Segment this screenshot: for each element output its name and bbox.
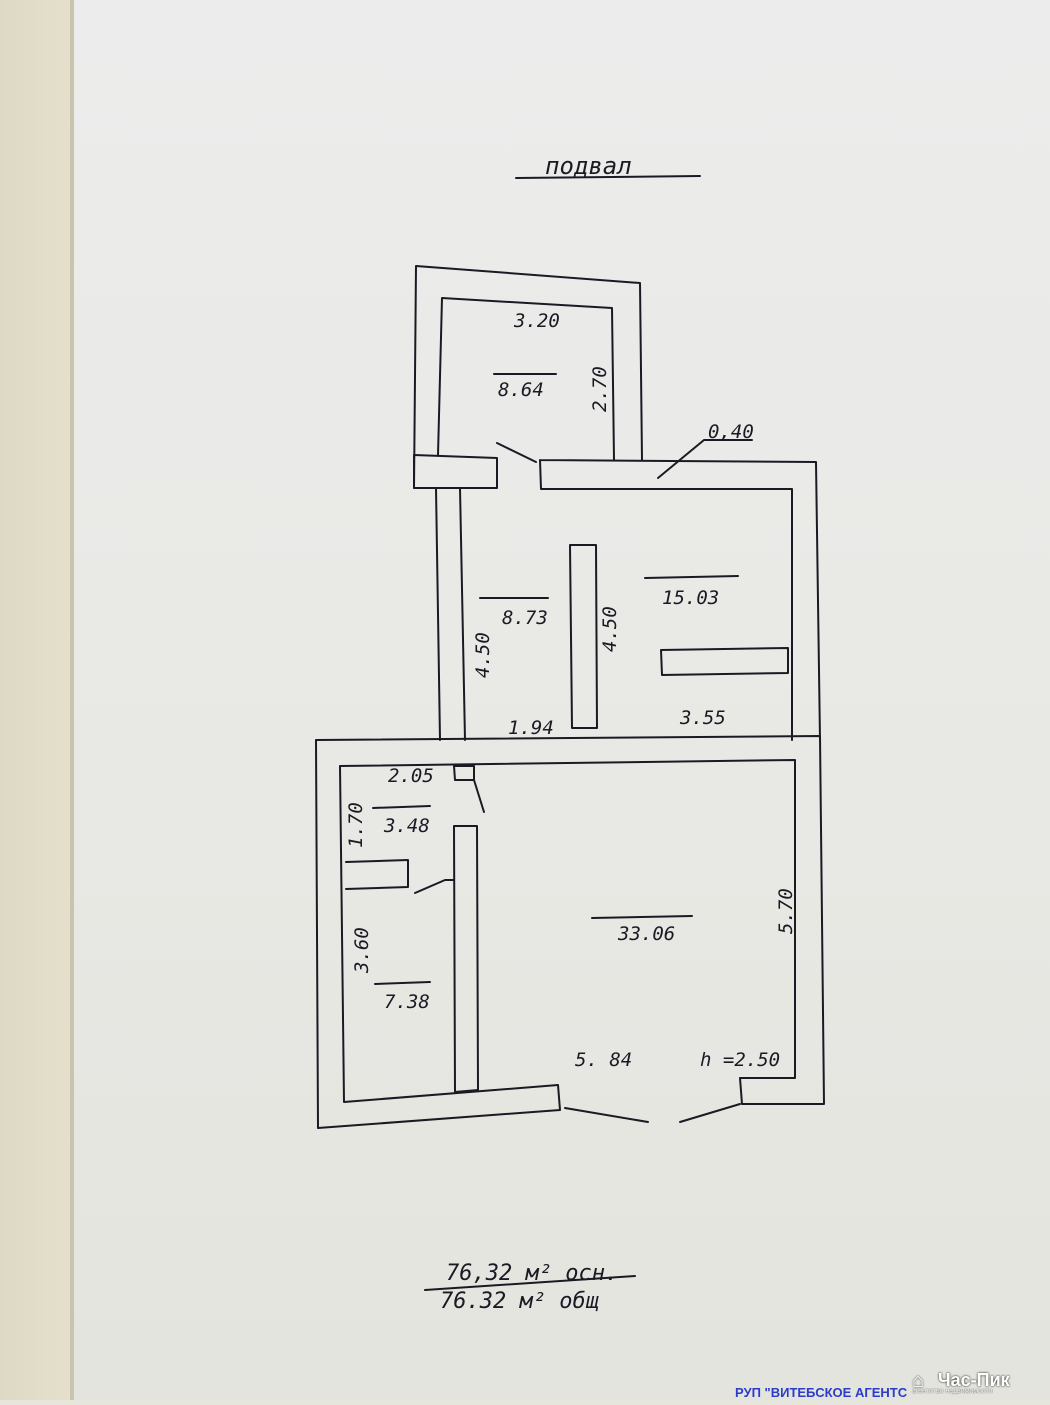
horizontal-stub — [345, 859, 409, 890]
dim-1-70: 1.70 — [345, 802, 367, 848]
logo-subtitle: агентство недвижимости — [912, 1388, 993, 1395]
summary-main-area: 76,32 м² осн. — [446, 1261, 618, 1286]
area-underline — [374, 981, 431, 985]
middle-left-wall — [435, 487, 466, 741]
middle-rooms-right-wall — [539, 459, 821, 741]
door-wc — [414, 879, 455, 894]
area-33-06: 33.06 — [617, 923, 675, 945]
area-underline — [591, 915, 693, 919]
dim-4-50-mid: 4.50 — [599, 606, 621, 652]
watermark-logo: ⌂ Час-Пик агентство недвижимости — [912, 1370, 1042, 1396]
dim-2-05: 2.05 — [388, 765, 434, 787]
area-7-38: 7.38 — [384, 991, 430, 1013]
top-room-outer-wall — [413, 265, 643, 489]
middle-partition — [569, 544, 598, 729]
plan-title: подвал — [545, 152, 632, 180]
stub-wall — [660, 647, 789, 676]
stamp-text: РУП "ВИТЕБСКОЕ АГЕНТС — [735, 1385, 908, 1400]
area-underline — [644, 575, 739, 579]
house-logo-icon: ⌂ — [912, 1370, 925, 1392]
area-underline — [372, 805, 431, 809]
door-upper-lower — [473, 779, 485, 813]
dim-4-50-left: 4.50 — [472, 632, 494, 678]
area-3-48: 3.48 — [383, 815, 430, 837]
dim-0-40: 0,40 — [708, 421, 754, 443]
title-underline — [515, 175, 701, 179]
dim-3-20: 3.20 — [513, 310, 560, 332]
wall-thickness-leader — [657, 439, 753, 479]
dim-2-70: 2.70 — [589, 366, 611, 412]
dim-1-94: 1.94 — [508, 717, 554, 739]
small-stub — [453, 765, 475, 781]
paper-fold — [70, 0, 74, 1400]
dim-3-60: 3.60 — [351, 927, 373, 974]
ceiling-height: h =2.50 — [700, 1049, 780, 1071]
lower-section-walls — [315, 735, 825, 1129]
summary-total-area: 76.32 м² общ — [440, 1289, 599, 1314]
area-8-64: 8.64 — [498, 379, 544, 401]
door-top — [496, 442, 537, 463]
dim-5-70: 5.70 — [775, 888, 797, 934]
entrance-door-left — [564, 1107, 649, 1123]
area-15-03: 15.03 — [662, 587, 719, 609]
lower-partition — [453, 825, 479, 1093]
summary-divider — [424, 1275, 636, 1291]
logo-name: Час-Пик — [938, 1370, 1010, 1390]
dim-5-84: 5. 84 — [575, 1049, 632, 1071]
paper-back-page — [0, 0, 70, 1400]
area-8-73: 8.73 — [502, 607, 548, 629]
partition-left-block — [413, 454, 498, 489]
dim-3-55: 3.55 — [679, 707, 726, 729]
top-room-inner-wall — [437, 297, 615, 461]
paper-sheet — [74, 0, 1050, 1400]
entrance-door-right — [679, 1103, 741, 1123]
